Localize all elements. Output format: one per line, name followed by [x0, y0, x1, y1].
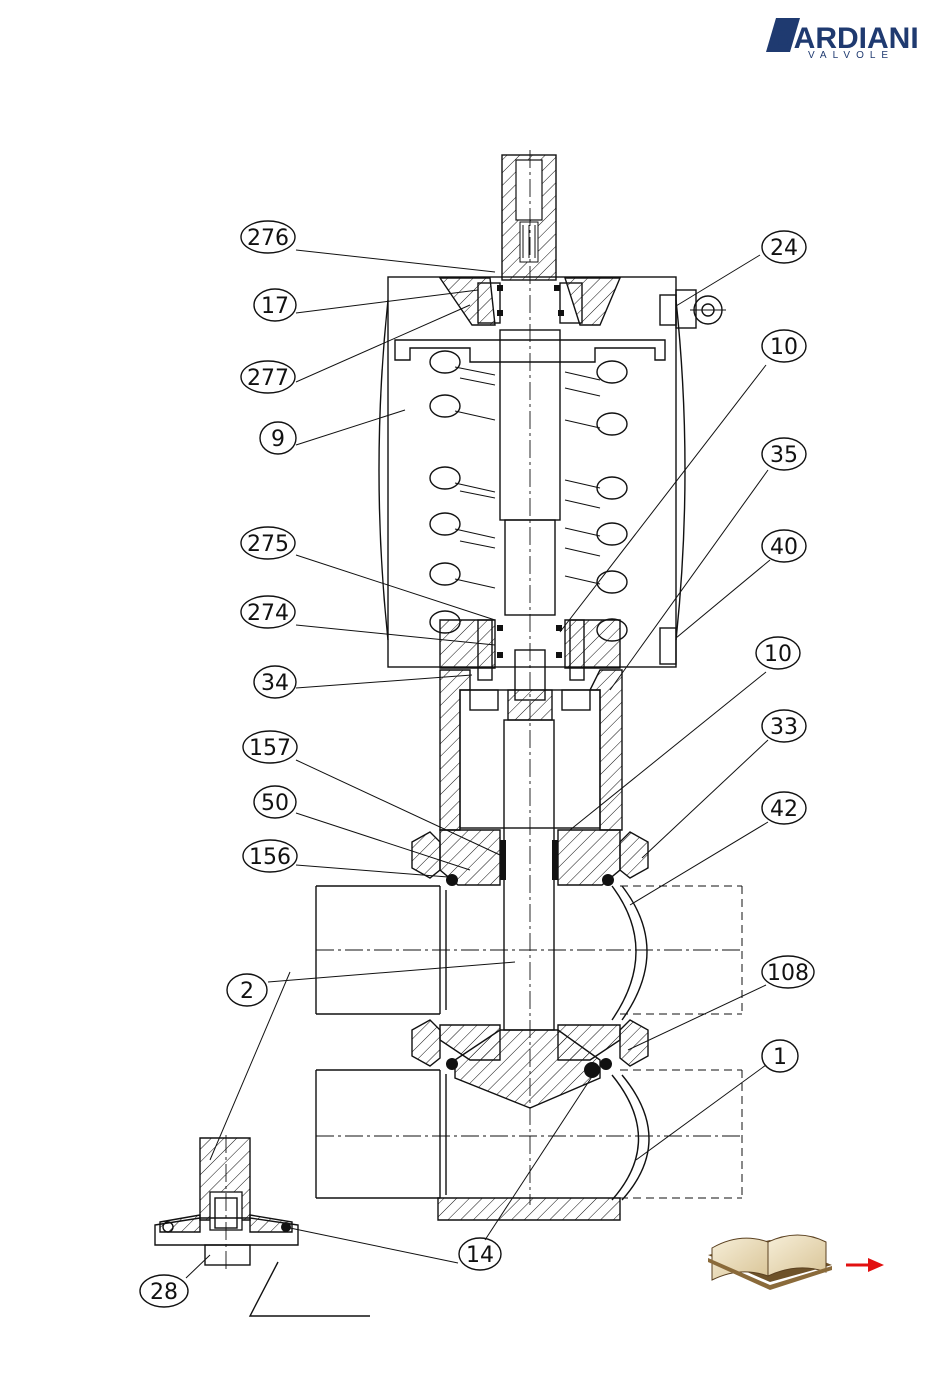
callout-35: 35 [762, 438, 806, 470]
callout-10-mid: 10 [756, 637, 800, 669]
callout-274: 274 [241, 596, 295, 628]
svg-text:17: 17 [261, 294, 289, 319]
svg-text:108: 108 [767, 961, 809, 986]
svg-text:50: 50 [261, 791, 289, 816]
next-arrow-icon[interactable] [846, 1258, 884, 1272]
callout-42: 42 [762, 792, 806, 824]
oring-156 [446, 874, 458, 886]
svg-text:35: 35 [770, 443, 798, 468]
book-icon[interactable] [708, 1235, 832, 1290]
oring-left [446, 1058, 458, 1070]
callout-24: 24 [762, 231, 806, 263]
svg-text:274: 274 [247, 601, 289, 626]
callout-34: 34 [254, 666, 296, 698]
svg-text:33: 33 [770, 715, 798, 740]
svg-text:14: 14 [466, 1243, 494, 1268]
svg-text:157: 157 [249, 736, 291, 761]
seal-14 [584, 1062, 600, 1078]
svg-text:40: 40 [770, 535, 798, 560]
callout-1: 1 [762, 1040, 798, 1072]
logo-sub-text: VALVOLE [808, 50, 894, 61]
callout-276: 276 [241, 221, 295, 253]
callout-156: 156 [243, 840, 297, 872]
callout-275: 275 [241, 527, 295, 559]
callout-33: 33 [762, 710, 806, 742]
svg-text:42: 42 [770, 797, 798, 822]
callout-277: 277 [241, 361, 295, 393]
svg-text:10: 10 [770, 335, 798, 360]
callout-leaders [186, 250, 770, 1278]
svg-text:277: 277 [247, 366, 289, 391]
callout-50: 50 [254, 786, 296, 818]
callout-10-top: 10 [762, 330, 806, 362]
svg-text:2: 2 [240, 979, 254, 1004]
svg-text:275: 275 [247, 532, 289, 557]
spring-right [565, 361, 627, 641]
svg-text:156: 156 [249, 845, 291, 870]
spring-left [430, 351, 495, 633]
svg-text:10: 10 [764, 642, 792, 667]
actuator-top-stem [502, 155, 556, 280]
callout-2: 2 [227, 974, 267, 1006]
callout-9: 9 [260, 422, 296, 454]
oring-108 [600, 1058, 612, 1070]
callout-157: 157 [243, 731, 297, 763]
svg-text:28: 28 [150, 1280, 178, 1305]
actuator-housing [379, 277, 685, 700]
callout-108: 108 [762, 956, 814, 988]
valve-body-upper [316, 886, 742, 1020]
callout-14: 14 [459, 1238, 501, 1270]
oring-33 [602, 874, 614, 886]
callout-28: 28 [140, 1275, 188, 1307]
svg-text:34: 34 [261, 671, 289, 696]
svg-text:9: 9 [271, 427, 285, 452]
plug-40 [660, 628, 676, 664]
valve-stem [504, 690, 554, 1030]
svg-text:1: 1 [773, 1045, 787, 1070]
svg-text:276: 276 [247, 226, 289, 251]
callout-40: 40 [762, 530, 806, 562]
callout-17: 17 [254, 289, 296, 321]
svg-text:24: 24 [770, 236, 798, 261]
brand-logo: BARDIANI VALVOLE [766, 18, 919, 61]
